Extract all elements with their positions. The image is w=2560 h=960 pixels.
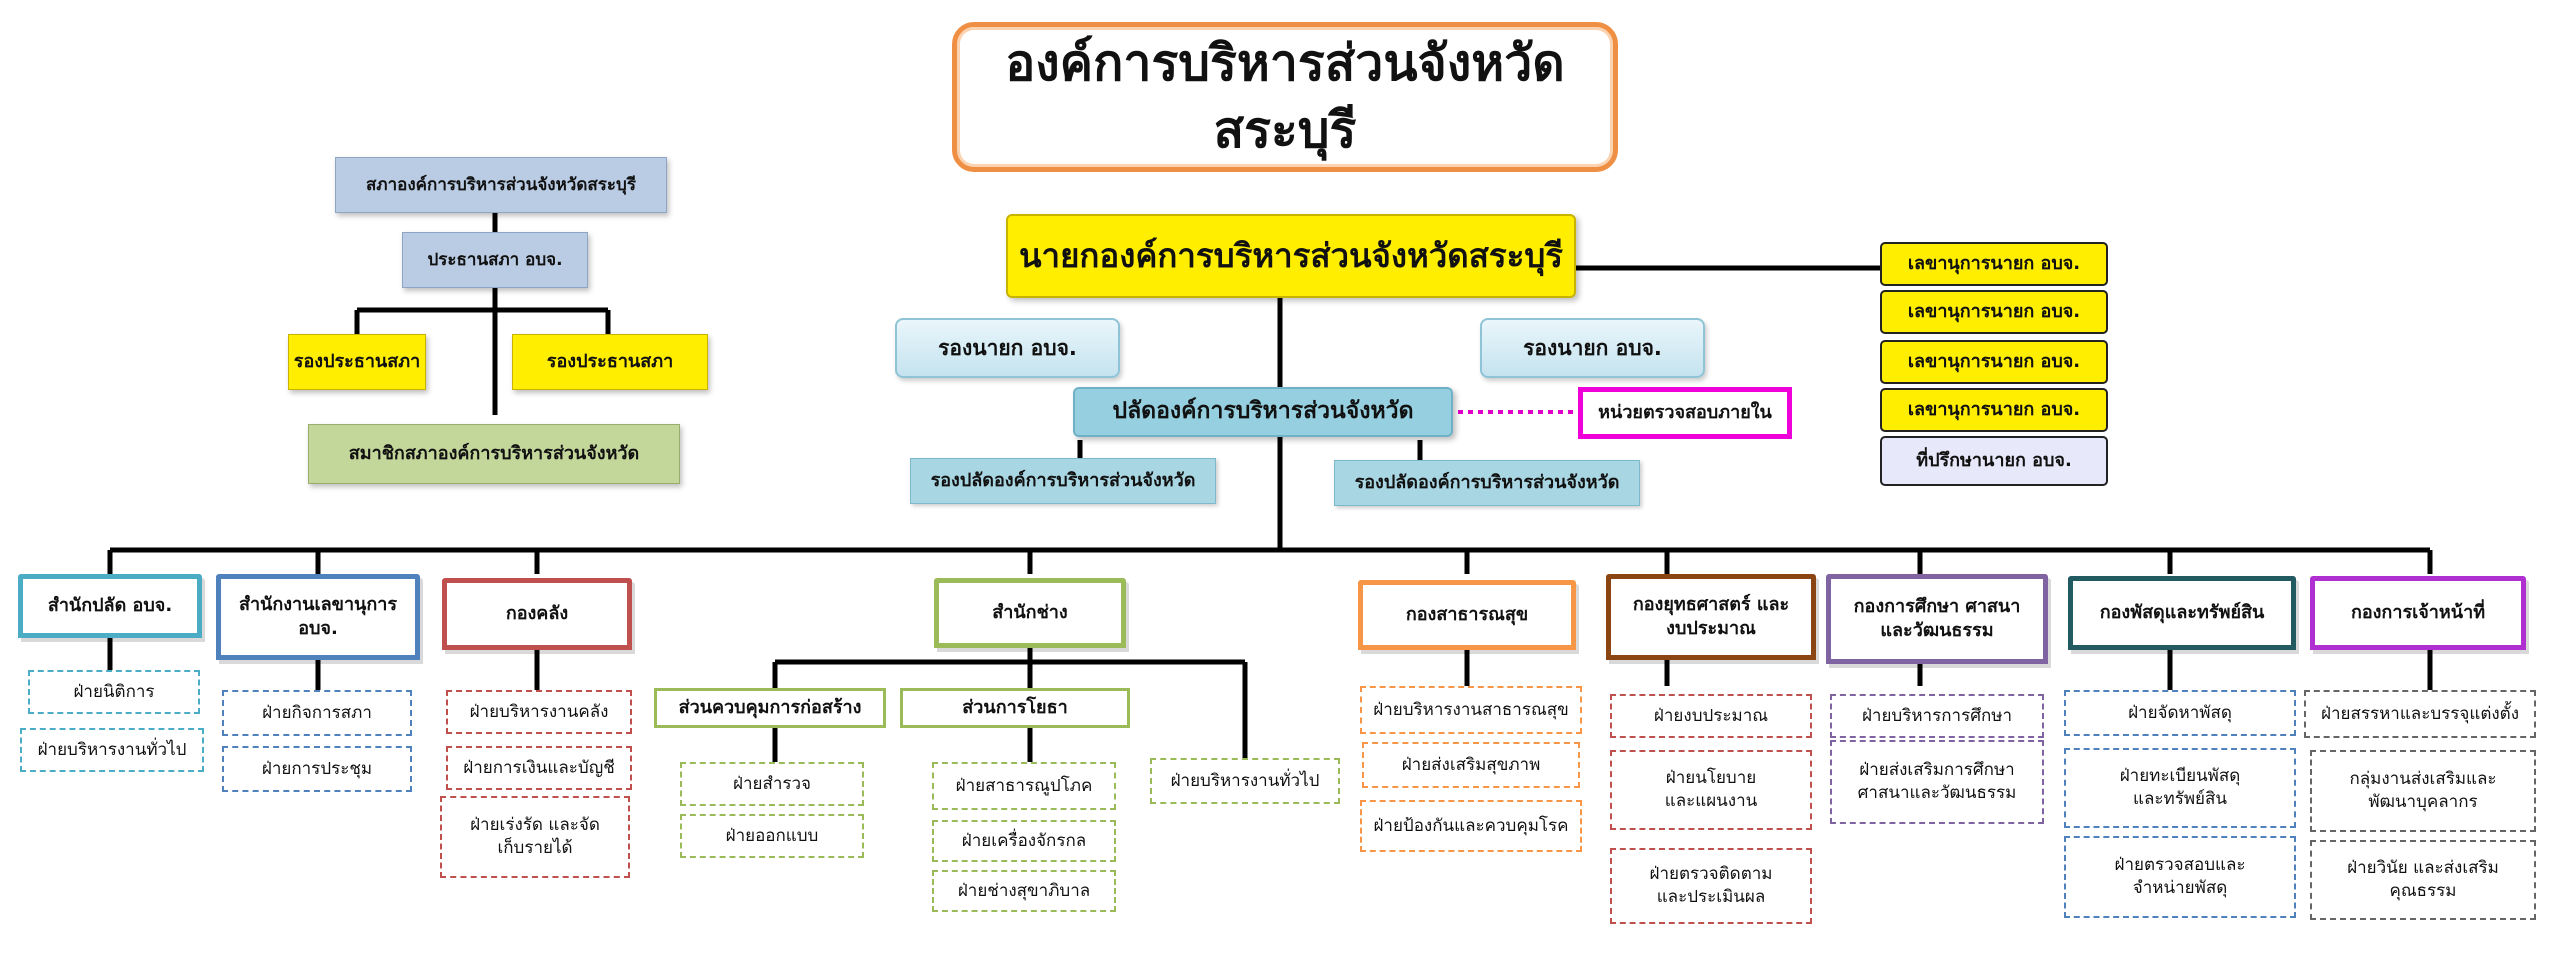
deputy-clerk-box: รองปลัดองค์การบริหารส่วนจังหวัด xyxy=(1334,460,1640,506)
clerk-box: ปลัดองค์การบริหารส่วนจังหวัด xyxy=(1073,387,1453,437)
unit-box: ฝ่ายตรวจติดตาม และประเมินผล xyxy=(1610,848,1812,924)
secretary-box: เลขานุการนายก อบจ. xyxy=(1880,340,2108,384)
unit-box: ฝ่ายส่งเสริมการศึกษา ศาสนาและวัฒนธรรม xyxy=(1830,740,2044,824)
subdivision-box: ส่วนควบคุมการก่อสร้าง xyxy=(654,688,886,728)
unit-box: ฝ่ายนโยบาย และแผนงาน xyxy=(1610,750,1812,830)
unit-box: ฝ่ายวินัย และส่งเสริมคุณธรรม xyxy=(2310,840,2536,920)
unit-box: ฝ่ายจัดหาพัสดุ xyxy=(2064,690,2296,736)
department-box: สำนักช่าง xyxy=(934,578,1126,648)
unit-box: ฝ่ายเร่งรัด และจัดเก็บรายได้ xyxy=(440,796,630,878)
council-vice-president-box: รองประธานสภา xyxy=(512,334,708,390)
unit-box: ฝ่ายตรวจสอบและ จำหน่ายพัสดุ xyxy=(2064,836,2296,918)
unit-box: ฝ่ายงบประมาณ xyxy=(1610,694,1812,738)
unit-box: ฝ่ายบริหารงานสาธารณสุข xyxy=(1360,686,1582,734)
unit-box: ฝ่ายการเงินและบัญชี xyxy=(446,746,632,790)
secretary-box: เลขานุการนายก อบจ. xyxy=(1880,242,2108,286)
unit-box: ฝ่ายบริหารงานทั่วไป xyxy=(20,728,204,772)
internal-audit-box: หน่วยตรวจสอบภายใน xyxy=(1578,387,1792,439)
secretary-box: เลขานุการนายก อบจ. xyxy=(1880,388,2108,432)
department-box: กองการเจ้าหน้าที่ xyxy=(2310,576,2526,650)
deputy-clerk-box: รองปลัดองค์การบริหารส่วนจังหวัด xyxy=(910,458,1216,504)
unit-box: ฝ่ายบริหารงานคลัง xyxy=(446,690,632,734)
unit-box: ฝ่ายเครื่องจักรกล xyxy=(932,820,1116,862)
deputy-mayor-box: รองนายก อบจ. xyxy=(1480,318,1705,378)
unit-box: ฝ่ายนิติการ xyxy=(28,670,200,714)
unit-box: ฝ่ายสำรวจ xyxy=(680,762,864,806)
unit-box: ฝ่ายกิจการสภา xyxy=(222,690,412,736)
unit-box: ฝ่ายออกแบบ xyxy=(680,814,864,858)
department-box: สำนักงานเลขานุการ อบจ. xyxy=(216,574,420,660)
council-members-box: สมาชิกสภาองค์การบริหารส่วนจังหวัด xyxy=(308,424,680,484)
unit-box: ฝ่ายช่างสุขาภิบาล xyxy=(932,870,1116,912)
unit-box: ฝ่ายส่งเสริมสุขภาพ xyxy=(1362,742,1580,788)
deputy-mayor-box: รองนายก อบจ. xyxy=(895,318,1120,378)
department-box: กองคลัง xyxy=(442,578,632,650)
department-box: กองพัสดุและทรัพย์สิน xyxy=(2068,576,2296,650)
unit-box: กลุ่มงานส่งเสริมและ พัฒนาบุคลากร xyxy=(2310,750,2536,832)
page-title: องค์การบริหารส่วนจังหวัดสระบุรี xyxy=(952,22,1618,172)
unit-box: ฝ่ายทะเบียนพัสดุ และทรัพย์สิน xyxy=(2064,748,2296,828)
department-box: กองการศึกษา ศาสนา และวัฒนธรรม xyxy=(1826,574,2048,664)
unit-box: ฝ่ายบริหารงานทั่วไป xyxy=(1150,758,1340,804)
department-box: กองสาธารณสุข xyxy=(1358,580,1576,650)
council-box: สภาองค์การบริหารส่วนจังหวัดสระบุรี xyxy=(335,157,667,213)
mayor-box: นายกองค์การบริหารส่วนจังหวัดสระบุรี xyxy=(1006,214,1576,298)
unit-box: ฝ่ายสาธารณูปโภค xyxy=(932,762,1116,810)
unit-box: ฝ่ายการประชุม xyxy=(222,746,412,792)
council-vice-president-box: รองประธานสภา xyxy=(288,334,426,390)
department-box: สำนักปลัด อบจ. xyxy=(18,574,202,638)
unit-box: ฝ่ายสรรหาและบรรจุแต่งตั้ง xyxy=(2304,690,2536,738)
advisor-box: ที่ปรึกษานายก อบจ. xyxy=(1880,436,2108,486)
council-president-box: ประธานสภา อบจ. xyxy=(402,232,588,288)
secretary-box: เลขานุการนายก อบจ. xyxy=(1880,290,2108,334)
subdivision-box: ส่วนการโยธา xyxy=(900,688,1130,728)
unit-box: ฝ่ายป้องกันและควบคุมโรค xyxy=(1360,800,1582,852)
unit-box: ฝ่ายบริหารการศึกษา xyxy=(1830,694,2044,738)
department-box: กองยุทธศาสตร์ และงบประมาณ xyxy=(1606,574,1816,660)
